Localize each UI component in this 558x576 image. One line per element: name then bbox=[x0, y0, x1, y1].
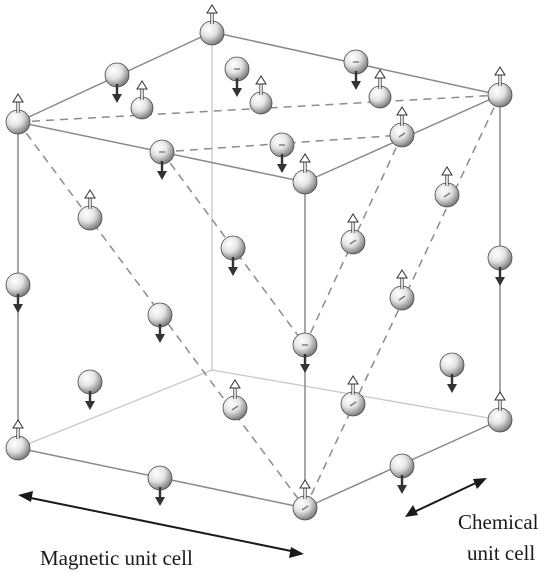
sphere-icon bbox=[439, 352, 465, 378]
hidden-edge-left bbox=[17, 369, 213, 449]
sphere-icon bbox=[292, 169, 318, 195]
sphere-icon bbox=[130, 96, 154, 120]
magnetic-cell-arrow-line bbox=[25, 496, 297, 553]
atom bbox=[5, 419, 31, 461]
sphere-icon bbox=[77, 369, 103, 395]
chemical-cell-arrowhead-right bbox=[473, 478, 487, 489]
atom bbox=[249, 75, 273, 115]
atom bbox=[147, 302, 173, 343]
atom bbox=[147, 465, 173, 506]
atom bbox=[389, 106, 415, 148]
atom bbox=[130, 80, 154, 120]
sphere-icon bbox=[5, 109, 31, 135]
chemical-unit-cell-label-line1: Chemical bbox=[458, 510, 539, 534]
sphere-icon bbox=[5, 272, 31, 298]
sphere-icon bbox=[368, 85, 392, 109]
sphere-icon bbox=[104, 62, 130, 88]
sphere-icon bbox=[487, 407, 513, 433]
atom bbox=[439, 352, 465, 393]
sphere-icon bbox=[487, 82, 513, 108]
atom bbox=[487, 66, 513, 108]
atom bbox=[104, 62, 130, 103]
sphere-icon bbox=[147, 302, 173, 328]
chemical-cell-arrowhead-left bbox=[405, 505, 418, 517]
atom bbox=[224, 56, 250, 97]
magnetic-unit-cell-label: Magnetic unit cell bbox=[40, 546, 193, 570]
atom bbox=[292, 479, 318, 521]
atom bbox=[149, 139, 175, 180]
atom bbox=[434, 166, 460, 208]
atom bbox=[5, 272, 31, 313]
atom bbox=[5, 93, 31, 135]
atom bbox=[487, 245, 513, 286]
sphere-icon bbox=[487, 245, 513, 271]
chemical-cell-arrow-line bbox=[411, 480, 481, 514]
magnetic-cell-arrowhead-left bbox=[18, 491, 33, 502]
chemical-unit-cell-label-line2: unit cell bbox=[467, 541, 536, 565]
atom bbox=[77, 369, 103, 410]
atom bbox=[343, 49, 369, 90]
annotation-arrows bbox=[18, 478, 487, 558]
atom bbox=[340, 213, 366, 255]
sphere-icon bbox=[5, 435, 31, 461]
sphere-icon bbox=[147, 465, 173, 491]
sphere-icon bbox=[77, 205, 103, 231]
atom bbox=[77, 189, 103, 231]
dashed-planes bbox=[17, 94, 501, 509]
atoms bbox=[5, 4, 513, 521]
sphere-icon bbox=[199, 20, 225, 46]
atom bbox=[292, 332, 318, 373]
atom bbox=[222, 379, 248, 421]
atom bbox=[389, 269, 415, 311]
sphere-icon bbox=[389, 453, 415, 479]
atom bbox=[487, 391, 513, 433]
atom bbox=[368, 69, 392, 109]
atom bbox=[292, 153, 318, 195]
magnetic-cell-arrowhead-right bbox=[289, 547, 304, 558]
sphere-icon bbox=[249, 91, 273, 115]
atom bbox=[199, 4, 225, 46]
atom bbox=[340, 375, 366, 417]
atom bbox=[269, 132, 295, 173]
atom bbox=[389, 453, 415, 494]
atom bbox=[220, 235, 246, 276]
sphere-icon bbox=[220, 235, 246, 261]
